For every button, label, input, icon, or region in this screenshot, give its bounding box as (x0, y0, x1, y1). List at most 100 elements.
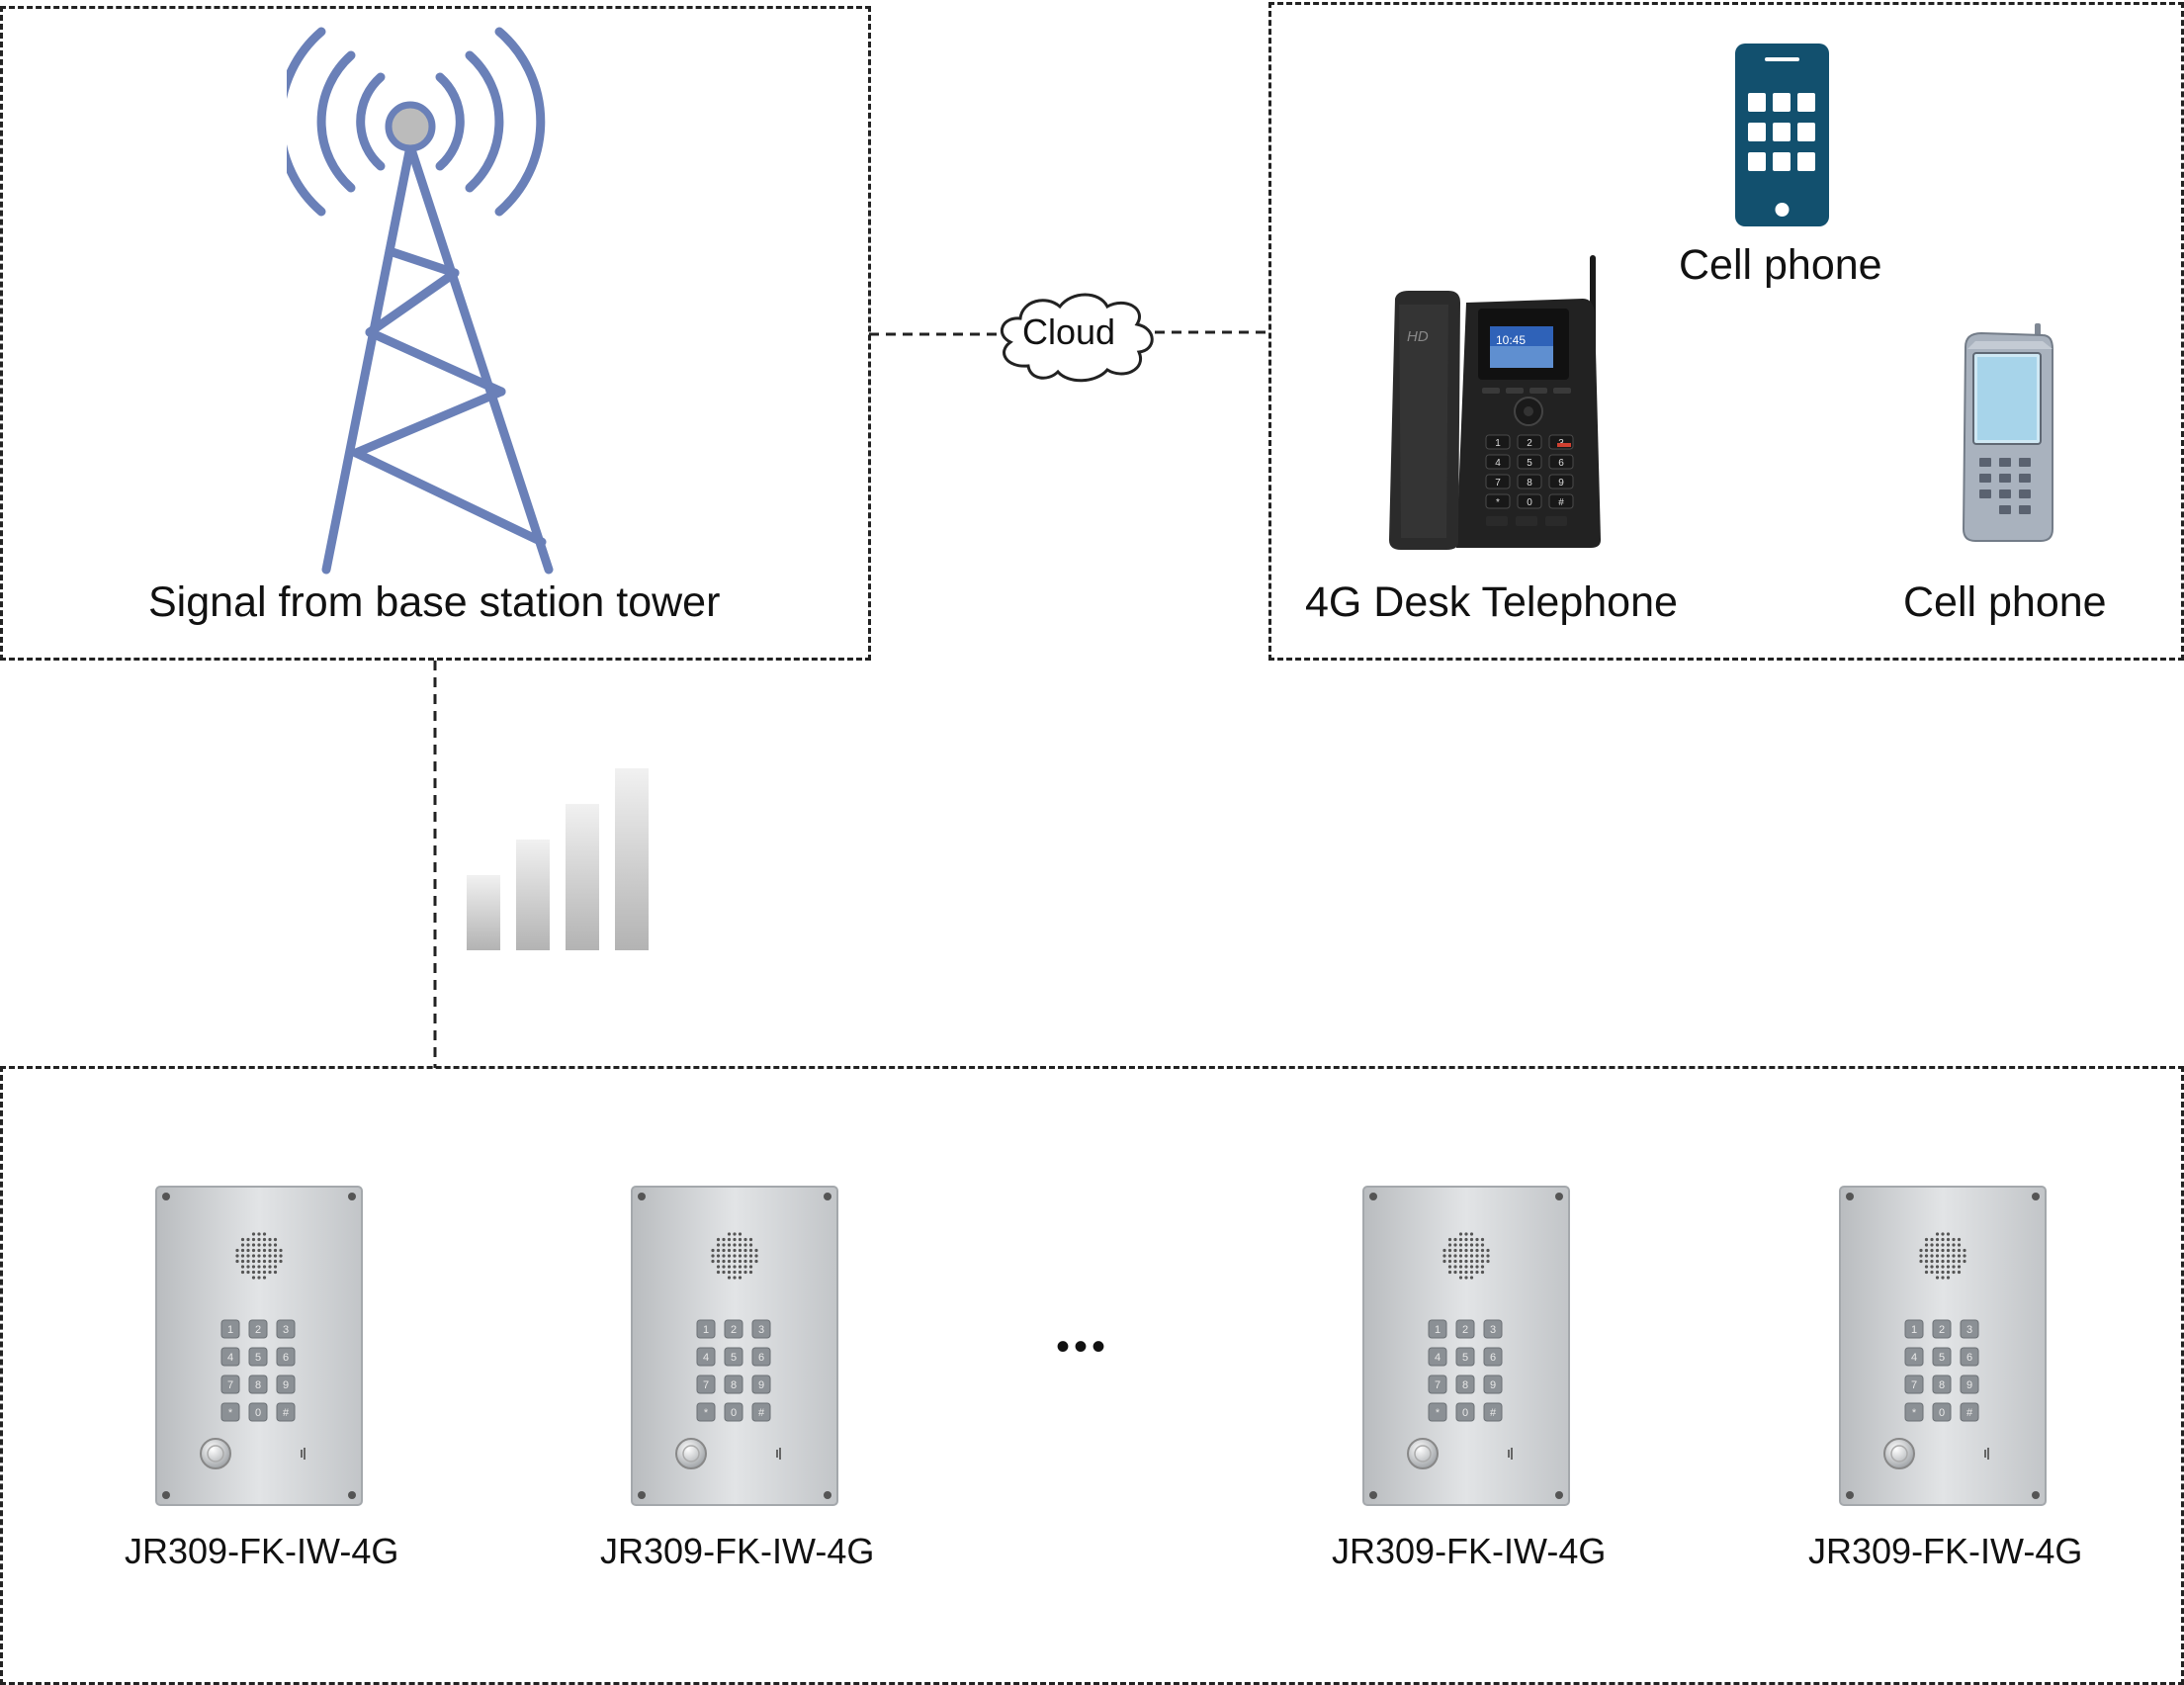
desk-phone-screen-text: 10:45 (1496, 333, 1526, 347)
smartphone-icon (1735, 44, 1829, 226)
intercom-key-label: 9 (758, 1379, 764, 1391)
intercom-key-label: 0 (255, 1407, 261, 1419)
intercom-key-label: 7 (703, 1379, 709, 1391)
intercom-section-box (0, 1066, 2184, 1685)
desk-key-label: * (1496, 497, 1500, 508)
intercom-key-label: 1 (227, 1324, 233, 1336)
desk-key-label: 8 (1527, 478, 1532, 488)
intercom-key-label: 8 (1939, 1379, 1945, 1391)
intercom-key-label: 3 (1966, 1324, 1972, 1336)
intercom-key (1932, 1402, 1952, 1422)
intercom-key (1483, 1319, 1503, 1339)
intercom-key (220, 1347, 240, 1367)
intercom-key (220, 1375, 240, 1394)
intercom-key (1904, 1402, 1924, 1422)
intercom-key-label: 1 (1911, 1324, 1917, 1336)
intercom-key (724, 1402, 743, 1422)
intercom-key (1960, 1347, 1979, 1367)
intercom-key-label: 3 (1490, 1324, 1496, 1336)
intercom-key-label: 1 (703, 1324, 709, 1336)
intercom-key (220, 1402, 240, 1422)
desk-key-label: # (1558, 497, 1564, 508)
intercom-key-label: 9 (1966, 1379, 1972, 1391)
devices-section-box (1268, 2, 2184, 661)
intercom-key-label: 2 (255, 1324, 261, 1336)
intercom-key-label: * (704, 1407, 709, 1419)
intercom-key (276, 1347, 296, 1367)
intercom-key (1960, 1402, 1979, 1422)
intercom-key-label: 6 (1490, 1352, 1496, 1364)
intercom-key-label: 0 (1462, 1407, 1468, 1419)
intercom-key-label: # (1490, 1407, 1497, 1419)
intercom-key-label: 6 (758, 1352, 764, 1364)
intercom-key-label: 2 (1939, 1324, 1945, 1336)
intercom-key-label: 2 (731, 1324, 737, 1336)
intercom-key (1904, 1347, 1924, 1367)
ellipsis-more-units: ••• (1056, 1325, 1110, 1369)
cloud-icon (1000, 293, 1154, 383)
smartphone-label: Cell phone (1679, 241, 1882, 289)
intercom-key (248, 1402, 268, 1422)
intercom-key-label: 5 (1462, 1352, 1468, 1364)
intercom-key (248, 1375, 268, 1394)
intercom-key (1932, 1375, 1952, 1394)
feature-phone-label: Cell phone (1903, 578, 2107, 626)
intercom-key (1455, 1375, 1475, 1394)
intercom-key-label: 4 (1435, 1352, 1441, 1364)
intercom-key-label: # (1966, 1407, 1973, 1419)
desk-key-label: 7 (1495, 478, 1501, 488)
cloud-label: Cloud (1022, 311, 1116, 352)
signal-strength-icon (467, 768, 649, 950)
intercom-key (1483, 1402, 1503, 1422)
intercom-key-label: 1 (1435, 1324, 1441, 1336)
intercom-key (751, 1375, 771, 1394)
intercom-key (724, 1319, 743, 1339)
intercom-key-label: # (283, 1407, 290, 1419)
intercom-key-label: 9 (283, 1379, 289, 1391)
intercom-key (248, 1347, 268, 1367)
intercom-key (1428, 1402, 1447, 1422)
intercom-key-label: * (228, 1407, 233, 1419)
intercom-key-label: 7 (227, 1379, 233, 1391)
intercom-key-label: 7 (1435, 1379, 1441, 1391)
intercom-key (1904, 1319, 1924, 1339)
desk-key-label: 1 (1495, 438, 1501, 449)
intercom-key-label: 3 (758, 1324, 764, 1336)
intercom-key-label: 8 (731, 1379, 737, 1391)
intercom-key (1455, 1347, 1475, 1367)
intercom-key-label: 4 (227, 1352, 233, 1364)
intercom-key-label: 8 (255, 1379, 261, 1391)
desk-key-label: 2 (1527, 438, 1532, 449)
intercom-key (1428, 1319, 1447, 1339)
desk-telephone-label: 4G Desk Telephone (1305, 578, 1678, 626)
intercom-key-label: * (1912, 1407, 1917, 1419)
intercom-key (1932, 1319, 1952, 1339)
intercom-key (1904, 1375, 1924, 1394)
intercom-key (696, 1319, 716, 1339)
intercom-key (1455, 1319, 1475, 1339)
intercom-key (276, 1319, 296, 1339)
intercom-key-label: 6 (1966, 1352, 1972, 1364)
intercom-key-label: 5 (731, 1352, 737, 1364)
intercom-key (220, 1319, 240, 1339)
intercom-key (1960, 1375, 1979, 1394)
intercom-model-label: JR309-FK-IW-4G (600, 1531, 875, 1571)
intercom-key-label: 5 (1939, 1352, 1945, 1364)
intercom-key-label: # (758, 1407, 765, 1419)
intercom-key-label: 4 (1911, 1352, 1917, 1364)
desk-key-label: 4 (1495, 458, 1501, 469)
intercom-key (1483, 1375, 1503, 1394)
intercom-key (1483, 1347, 1503, 1367)
intercom-key-label: 6 (283, 1352, 289, 1364)
desk-telephone-icon: HD 10:45 1 2 3 4 5 6 7 8 9 * 0 (1389, 255, 1601, 550)
cell-tower-icon (287, 27, 554, 575)
intercom-key (696, 1375, 716, 1394)
desk-key-label: 9 (1558, 478, 1564, 488)
